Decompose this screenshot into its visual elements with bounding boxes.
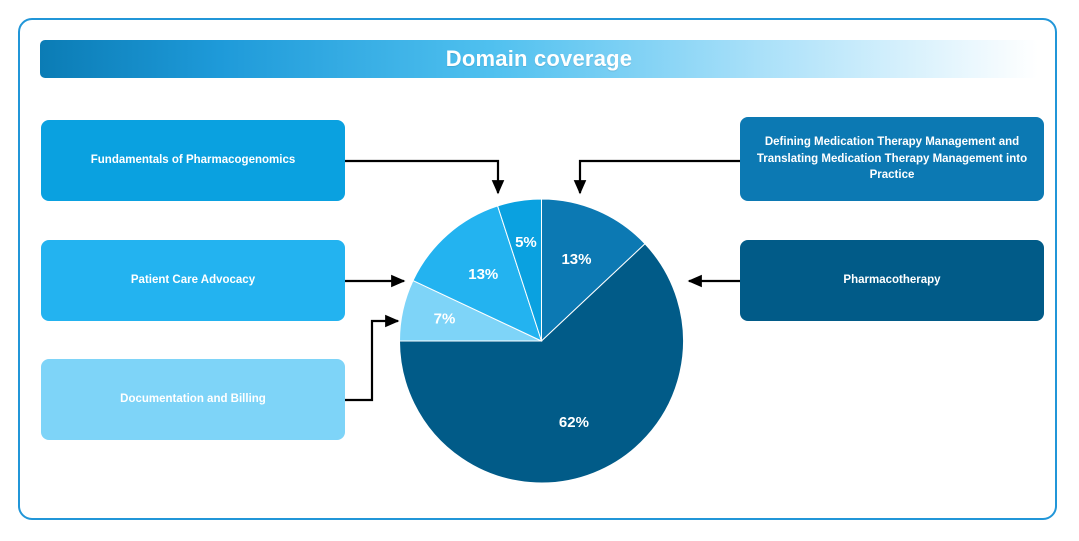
page-title: Domain coverage bbox=[445, 46, 633, 71]
callout-box-pharmacotherapy[interactable]: Pharmacotherapy bbox=[740, 240, 1044, 321]
callout-box-medication-therapy-management[interactable]: Defining Medication Therapy Management a… bbox=[740, 117, 1044, 201]
pie-slices bbox=[398, 198, 684, 484]
pie-slice-label: 13% bbox=[561, 251, 591, 268]
callout-box-patient-care-advocacy[interactable]: Patient Care Advocacy bbox=[41, 240, 345, 321]
pie-slice-label: 5% bbox=[515, 234, 537, 251]
connector-fundamentals bbox=[345, 159, 505, 195]
connector-documentation bbox=[345, 314, 400, 402]
callout-box-fundamentals-of-pharmacogenomics[interactable]: Fundamentals of Pharmacogenomics bbox=[41, 120, 345, 201]
pie-slice-label: 7% bbox=[434, 310, 456, 327]
pie-slice[interactable] bbox=[496, 198, 542, 342]
callout-box-documentation-and-billing[interactable]: Documentation and Billing bbox=[41, 359, 345, 440]
pie-slice[interactable] bbox=[398, 243, 684, 484]
pie-slice-label: 62% bbox=[559, 414, 589, 431]
pie-slice-label: 13% bbox=[468, 266, 498, 283]
pie-slice[interactable] bbox=[541, 198, 646, 343]
pie-slice-labels: 13% 62% 7% 13% 5% bbox=[434, 234, 592, 431]
title-banner: Domain coverage bbox=[40, 40, 1038, 78]
connector-mtm bbox=[573, 159, 740, 195]
pie-slice[interactable] bbox=[412, 205, 543, 342]
